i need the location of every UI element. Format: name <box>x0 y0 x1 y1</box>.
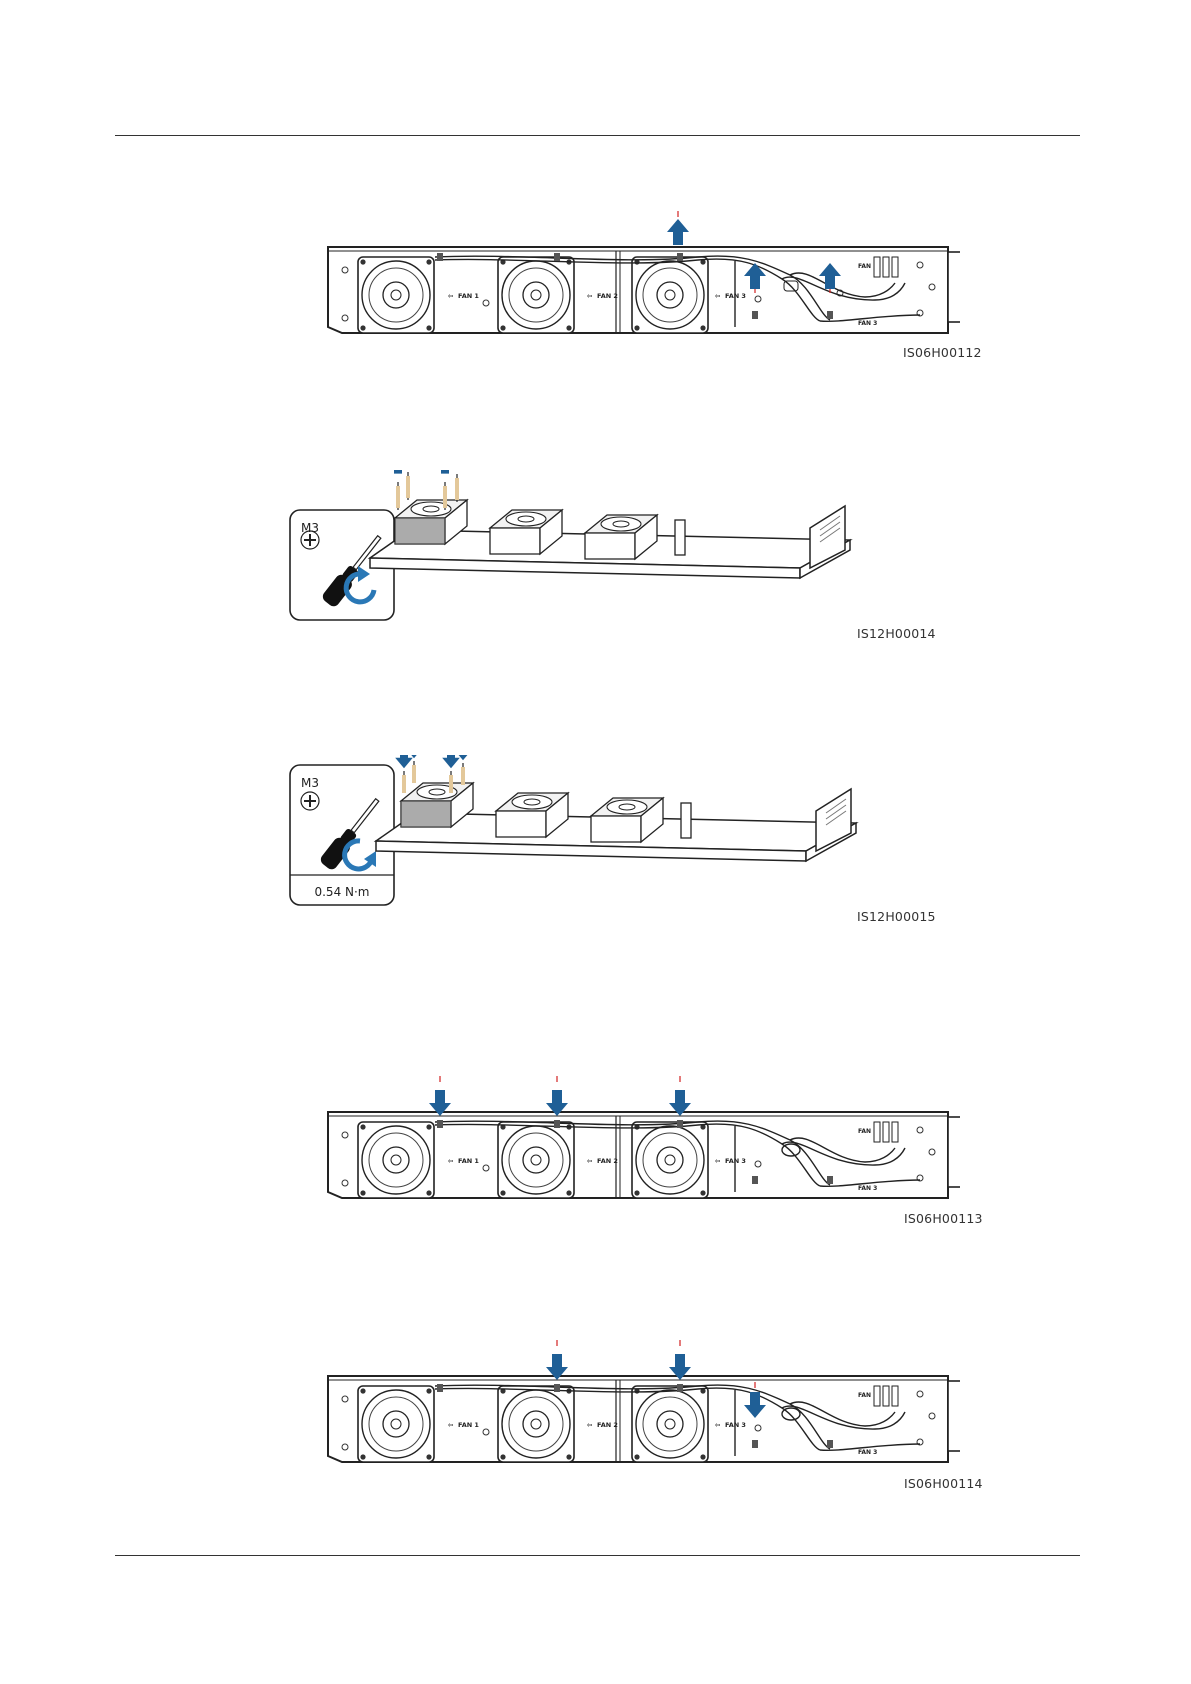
svg-text:⇦: ⇦ <box>587 1157 592 1165</box>
svg-text:⇦: ⇦ <box>587 292 592 300</box>
fan-label: FAN 2 <box>597 1157 618 1165</box>
fan-label: FAN 1 <box>458 292 479 300</box>
svg-text:⇦: ⇦ <box>715 292 720 300</box>
fan-tray-top-view-figure: ⇦ FAN 1 ⇦ FAN 2 ⇦ FAN 3 FAN 1 FAN 3 <box>320 205 960 345</box>
fan-label: FAN 1 <box>458 1421 479 1429</box>
fan-label: FAN 2 <box>597 292 618 300</box>
svg-text:⇦: ⇦ <box>448 1421 453 1429</box>
panel-label: FAN 3 <box>858 1449 877 1456</box>
torque-label: 0.54 N·m <box>314 885 369 899</box>
fan-install-iso-figure: M3 0.54 N·m <box>280 755 920 915</box>
footer-rule <box>115 1555 1080 1556</box>
figure-id: IS12H00014 <box>857 626 936 641</box>
fan-label: FAN 1 <box>458 1157 479 1165</box>
fan-tray-top-view-figure: ⇦ FAN 1 ⇦ FAN 2 ⇦ FAN 3 FAN 1 FAN 3 <box>320 1334 960 1474</box>
fan-label: FAN 3 <box>725 1421 746 1429</box>
svg-text:⇦: ⇦ <box>715 1421 720 1429</box>
screw-size-label: M3 <box>301 776 319 790</box>
fan-removal-iso-figure: M3 <box>280 470 920 630</box>
svg-text:⇦: ⇦ <box>587 1421 592 1429</box>
figure-id: IS06H00113 <box>904 1211 983 1226</box>
svg-text:⇦: ⇦ <box>715 1157 720 1165</box>
figure-id: IS12H00015 <box>857 909 936 924</box>
svg-text:⇦: ⇦ <box>448 292 453 300</box>
fan-label: FAN 2 <box>597 1421 618 1429</box>
fan-tray-top-view-figure: ⇦ FAN 1 ⇦ FAN 2 ⇦ FAN 3 FAN 1 FAN 3 <box>320 1070 960 1210</box>
fan-label: FAN 3 <box>725 1157 746 1165</box>
fan-label: FAN 3 <box>725 292 746 300</box>
panel-label: FAN 3 <box>858 1185 877 1192</box>
figure-id: IS06H00114 <box>904 1476 983 1491</box>
screw-size-label: M3 <box>301 521 319 535</box>
panel-label: FAN 3 <box>858 320 877 327</box>
tool-callout: M3 0.54 N·m <box>290 765 394 905</box>
svg-text:⇦: ⇦ <box>448 1157 453 1165</box>
header-rule <box>115 135 1080 136</box>
figure-id: IS06H00112 <box>903 345 982 360</box>
